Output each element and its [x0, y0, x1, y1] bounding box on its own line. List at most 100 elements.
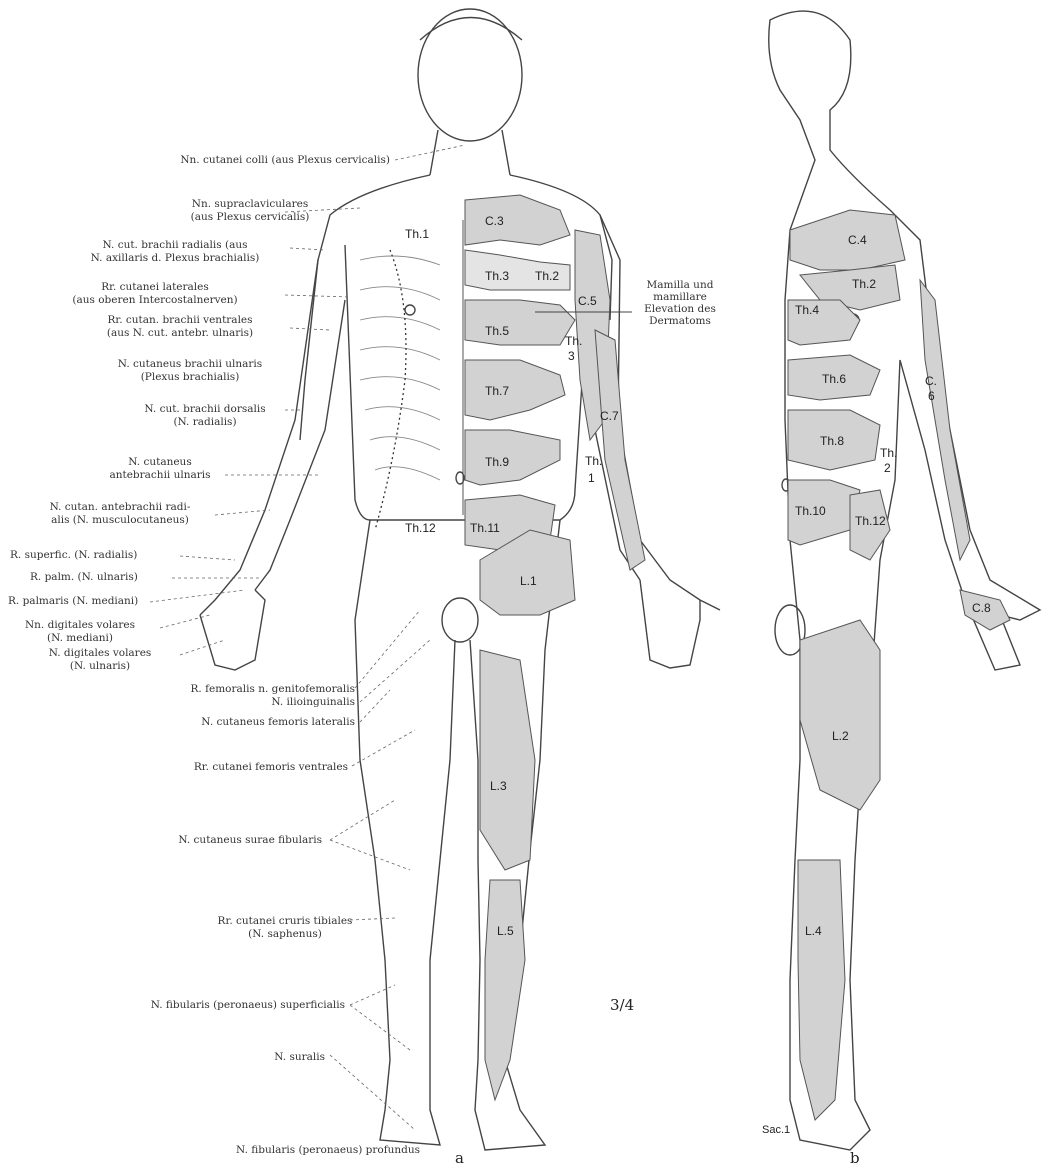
neck-a [430, 130, 510, 175]
callout-5-l2: (Plexus brachialis) [141, 371, 240, 383]
callout-16-l1: N. cutaneus femoris lateralis [201, 716, 355, 728]
callout-8-l1: N. cutan. antebrachii radi- [50, 501, 191, 513]
zone-l3-a [480, 650, 535, 870]
callout-2-l2: N. axillaris d. Plexus brachialis) [91, 252, 260, 264]
zone-label-th5: Th.5 [485, 324, 509, 338]
zone-label-th3: Th.3 [485, 269, 509, 283]
callout-14-l1: R. femoralis n. genitofemoralis [191, 683, 355, 695]
caption-a: a [455, 1149, 464, 1167]
caption-b: b [850, 1149, 860, 1167]
callout-6-l1: N. cut. brachii dorsalis [144, 403, 265, 415]
zone-label-c7: C.7 [600, 409, 619, 423]
zone-label-l1: L.1 [520, 574, 537, 588]
zone-label-c4: C.4 [848, 233, 867, 247]
zone-label-c5: C.5 [578, 294, 597, 308]
callout-13-l2: (N. ulnaris) [70, 660, 130, 672]
leader-16 [360, 690, 390, 722]
zone-label-2-b: 2 [884, 461, 891, 475]
zone-th5-a [465, 300, 575, 345]
zone-l2-b [800, 620, 880, 810]
zone-l5-a [485, 880, 525, 1100]
zone-label-3-a: 3 [568, 349, 575, 363]
callout-13-l1: N. digitales volares [49, 647, 152, 659]
callout-11-l1: R. palmaris (N. mediani) [8, 595, 138, 607]
callout-0-l1: Nn. cutanei colli (aus Plexus cervicalis… [180, 154, 390, 166]
mamilla-note-l4: Dermatoms [649, 315, 711, 327]
callout-2-l1: N. cut. brachii radialis (aus [103, 239, 248, 251]
mamilla-note-l2: mamillare [653, 291, 707, 303]
leader-2 [290, 248, 325, 250]
callout-7-l2: antebrachii ulnaris [109, 469, 210, 481]
leader-21 [330, 1055, 415, 1130]
callout-17-l1: Rr. cutanei femoris ventrales [194, 761, 348, 773]
callout-3-l2: (aus oberen Intercostalnerven) [72, 294, 237, 306]
callout-1-l1: Nn. supraclaviculares [192, 198, 308, 210]
zone-label-th9: Th.9 [485, 455, 509, 469]
callout-12-l2: (N. mediani) [47, 632, 113, 644]
zone-label-th-a: Th. [565, 334, 582, 348]
callout-22-l1: N. fibularis (peronaeus) profundus [236, 1144, 420, 1156]
zone-label-th4-b: Th.4 [795, 303, 819, 317]
leg-right-a [355, 520, 440, 1145]
callout-19-l2: (N. saphenus) [248, 928, 322, 940]
leader-20 [350, 985, 410, 1050]
leader-17 [352, 730, 415, 766]
zone-label-6-b: 6 [928, 389, 935, 403]
leader-15 [360, 640, 430, 702]
genital-a [442, 598, 478, 642]
leader-0 [395, 145, 465, 160]
scale-note: 3/4 [610, 996, 634, 1014]
ribs-a [360, 256, 440, 480]
zone-l4-b [798, 860, 845, 1120]
zone-th9-a [465, 430, 560, 485]
callout-18-l1: N. cutaneus surae fibularis [178, 834, 322, 846]
zone-label-sac1-b: Sac.1 [762, 1124, 790, 1136]
leader-9 [180, 556, 235, 560]
callout-19-l1: Rr. cutanei cruris tibiales [218, 915, 353, 927]
callout-10-l1: R. palm. (N. ulnaris) [30, 571, 138, 583]
zone-label-th2: Th.2 [535, 269, 559, 283]
zone-label-th-b2: Th. [880, 446, 897, 460]
leader-14 [355, 610, 420, 688]
zone-label-th10-b: Th.10 [795, 504, 826, 518]
zone-label-th8-b: Th.8 [820, 434, 844, 448]
callout-9-l1: R. superfic. (N. radialis) [10, 549, 137, 561]
figure-a-body [200, 9, 720, 1150]
zone-c7-a [595, 330, 645, 570]
callout-15-l1: N. ilioinguinalis [271, 696, 355, 708]
zone-label-th12-b: Th.12 [855, 514, 886, 528]
callout-8-l2: alis (N. musculocutaneus) [51, 514, 189, 526]
inner-legs-a [430, 640, 480, 1060]
leader-13 [180, 640, 225, 655]
zone-label-th7: Th.7 [485, 384, 509, 398]
callout-4-l1: Rr. cutan. brachii ventrales [107, 314, 252, 326]
nipple-right-a [405, 305, 415, 315]
zone-label-th2-b: Th.2 [852, 277, 876, 291]
callout-21-l1: N. suralis [274, 1051, 325, 1063]
callout-6-l2: (N. radialis) [173, 416, 236, 428]
zone-label-th12: Th.12 [405, 521, 436, 535]
zone-label-l5: L.5 [497, 924, 514, 938]
zone-label-th-b: Th. [585, 454, 602, 468]
zone-label-l3: L.3 [490, 779, 507, 793]
zone-label-th6-b: Th.6 [822, 372, 846, 386]
zone-th7-a [465, 360, 565, 420]
leader-19 [350, 918, 395, 920]
callout-7-l1: N. cutaneus [128, 456, 191, 468]
callout-1-l2: (aus Plexus cervicalis) [191, 211, 310, 223]
figure-b-dermatomes [788, 210, 1010, 1120]
callout-12-l1: Nn. digitales volares [25, 619, 135, 631]
callout-20-l1: N. fibularis (peronaeus) superficialis [151, 999, 345, 1011]
zone-c3-a [465, 195, 570, 245]
zone-label-c3: C.3 [485, 214, 504, 228]
leader-3 [285, 295, 350, 297]
leader-18 [330, 800, 410, 870]
dotted-boundary-a [375, 250, 406, 530]
callout-5-l1: N. cutaneus brachii ulnaris [118, 358, 262, 370]
zone-label-c-b: C. [925, 374, 937, 388]
hand-right-a [200, 590, 265, 670]
zone-label-l4-b: L.4 [805, 924, 822, 938]
zone-label-th11: Th.11 [470, 521, 500, 535]
